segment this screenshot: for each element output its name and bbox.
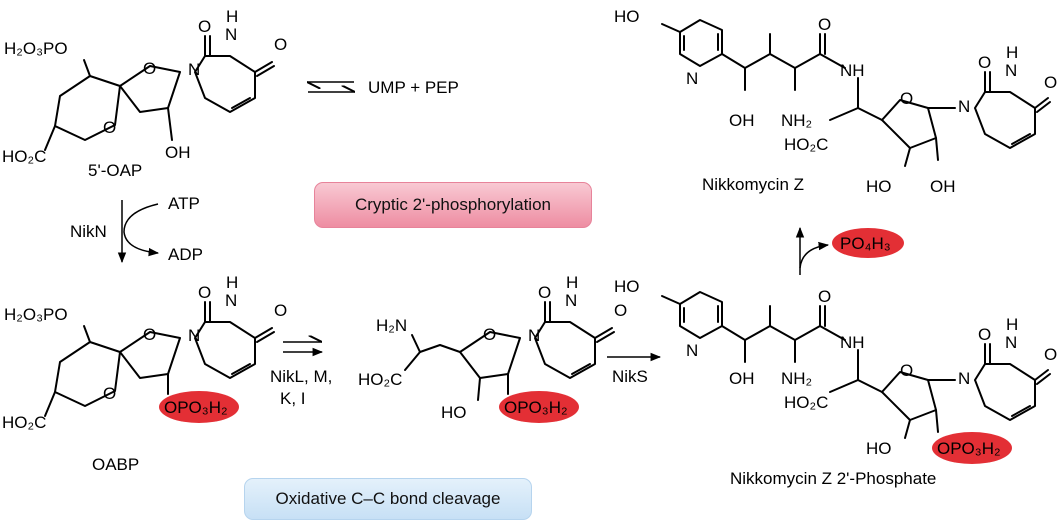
inter-o4: O — [614, 301, 627, 320]
inter-amine: H₂N — [376, 316, 407, 335]
nikzp-phospho-highlight — [932, 432, 1012, 464]
cryptic-phosphorylation-text: Cryptic 2'-phosphorylation — [354, 195, 551, 214]
nikz-oh: OH — [729, 111, 755, 130]
nikz-nh2: NH₂ — [781, 111, 812, 130]
oap-o4: O — [274, 35, 287, 54]
oxidative-cleavage-banner: Oxidative C–C bond cleavage — [244, 478, 532, 520]
nikzp-opo3h2: OPO₃H₂ — [937, 439, 1001, 458]
nikz-structure — [661, 19, 1051, 167]
oap-oh: OH — [165, 143, 191, 162]
inter-ring-o: O — [483, 325, 496, 344]
nikz-o4: O — [1044, 73, 1057, 92]
nikn-arrow — [117, 200, 160, 264]
oap-n1: N — [188, 60, 200, 79]
nikz-ring-o: O — [900, 89, 913, 108]
nikz-o2: O — [978, 53, 991, 72]
nikz-ho2: HO — [866, 177, 892, 196]
nikz-carboxyl: HO₂C — [784, 135, 828, 154]
oabp-o4: O — [274, 301, 287, 320]
po4h3-label: PO₄H₃ — [840, 234, 891, 253]
nikzp-n3: N — [1005, 333, 1017, 352]
oabp-ring-o: O — [143, 325, 156, 344]
oap-n3: N — [225, 25, 237, 44]
ump-pep-label: UMP + PEP — [368, 78, 459, 97]
nikzp-caption: Nikkomycin Z 2'-Phosphate — [730, 469, 936, 488]
inter-ho: HO — [441, 403, 467, 422]
oabp-o2: O — [198, 283, 211, 302]
oabp-opo3h2: OPO₃H₂ — [164, 398, 228, 417]
nikzp-nh: NH — [840, 333, 865, 352]
inter-phospho-highlight — [499, 391, 579, 423]
nikzp-n1: N — [958, 369, 970, 388]
nikzp-amide-o: O — [818, 287, 831, 306]
oap-pyran-o: O — [103, 118, 116, 137]
intermediate-structure — [404, 301, 615, 401]
nikz-pyridine-n: N — [686, 69, 698, 88]
nikz-p-structure — [661, 291, 1051, 439]
dephos-arrow — [795, 226, 830, 275]
oap-o2: O — [198, 17, 211, 36]
nikz-n1: N — [958, 97, 970, 116]
oap-caption: 5'-OAP — [88, 161, 142, 180]
nikz-ho: HO — [614, 7, 640, 26]
inter-n1: N — [528, 326, 540, 345]
inter-h: H — [566, 273, 578, 292]
nikzp-ho2: HO — [866, 439, 892, 458]
inter-carboxyl: HO₂C — [358, 370, 402, 389]
nikzp-ho: HO — [614, 277, 640, 296]
oabp-n3: N — [225, 291, 237, 310]
oabp-n1: N — [188, 326, 200, 345]
nikzp-ring-o: O — [900, 361, 913, 380]
equilibrium-arrows — [307, 82, 355, 92]
nikzp-oh: OH — [729, 369, 755, 388]
oabp-caption: OABP — [92, 455, 139, 474]
nikz-h: H — [1006, 43, 1018, 62]
oabp-phospho-highlight — [159, 391, 239, 423]
oabp-carboxyl: HO₂C — [2, 413, 46, 432]
nikzp-h: H — [1006, 315, 1018, 334]
inter-opo3h2: OPO₃H₂ — [504, 398, 568, 417]
atp-label: ATP — [168, 194, 200, 213]
nikzp-nh2: NH₂ — [781, 369, 812, 388]
nik-lmki-label-1: NikL, M, — [270, 367, 332, 386]
oabp-h: H — [226, 273, 238, 292]
nikzp-o2: O — [978, 325, 991, 344]
nik-lmki-label-2: K, I — [280, 389, 306, 408]
oap-h: H — [226, 7, 238, 26]
oabp-phosphate: H₂O₃PO — [4, 305, 68, 324]
niks-label: NikS — [612, 367, 648, 386]
nikzp-o4: O — [1044, 345, 1057, 364]
oabp-pyran-o: O — [103, 384, 116, 403]
oap-phosphate: H₂O₃PO — [4, 39, 68, 58]
nikz-amide-o: O — [818, 15, 831, 34]
oap-structure — [44, 35, 275, 151]
oxidative-cleavage-text: Oxidative C–C bond cleavage — [275, 489, 501, 508]
nikz-caption: Nikkomycin Z — [702, 175, 804, 194]
nikz-n3: N — [1005, 61, 1017, 80]
nikz-oh2: OH — [930, 177, 956, 196]
cryptic-phosphorylation-banner: Cryptic 2'-phosphorylation — [314, 182, 592, 228]
po4h3-highlight — [832, 228, 904, 258]
nikzp-pyridine-n: N — [686, 341, 698, 360]
adp-label: ADP — [168, 245, 203, 264]
nik-lmki-arrows — [283, 342, 324, 357]
inter-o2: O — [538, 283, 551, 302]
oap-ring-o: O — [143, 59, 156, 78]
nikn-label: NikN — [70, 222, 107, 241]
nikzp-carboxyl: HO₂C — [784, 393, 828, 412]
oap-carboxyl: HO₂C — [2, 147, 46, 166]
inter-n3: N — [565, 291, 577, 310]
nikz-nh: NH — [840, 61, 865, 80]
oabp-structure — [44, 301, 275, 417]
